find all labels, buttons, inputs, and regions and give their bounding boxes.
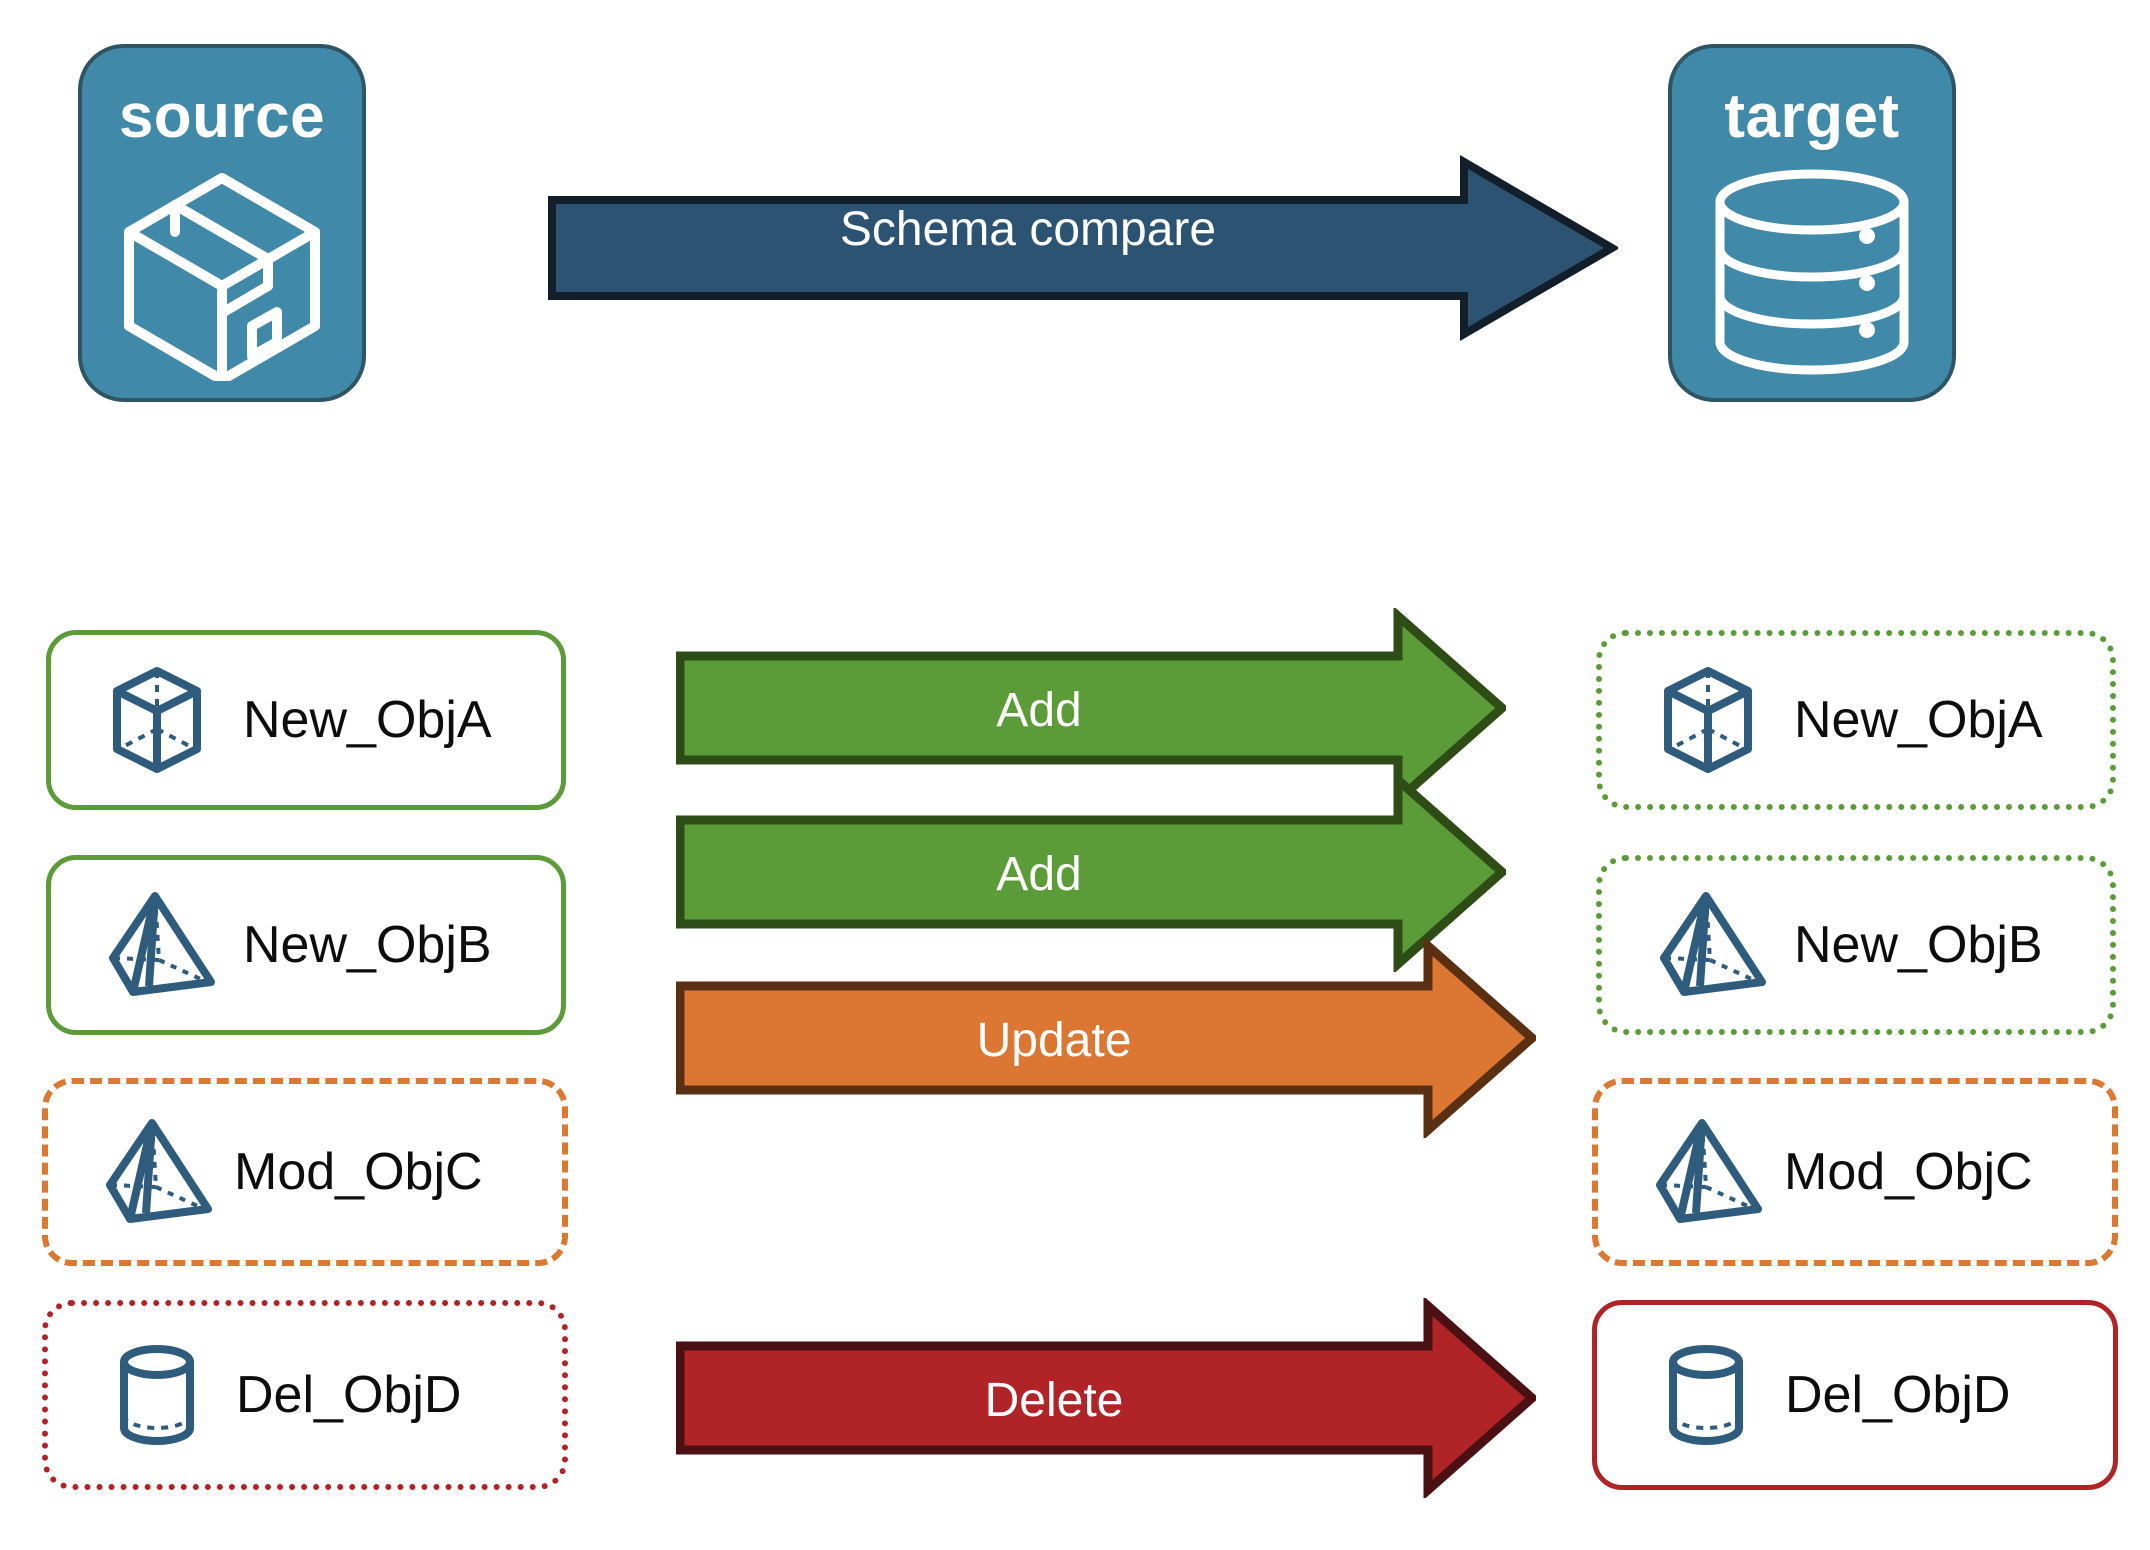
target-object-row-2[interactable]: New_ObjB: [1596, 855, 2116, 1035]
wireframe-pyramid-icon: [104, 1117, 214, 1227]
source-object-label-2: New_ObjB: [243, 916, 492, 974]
action-arrow-update-3[interactable]: [675, 936, 1539, 1140]
target-endpoint-label: target: [1724, 82, 1900, 151]
source-object-row-3[interactable]: Mod_ObjC: [42, 1078, 568, 1266]
source-object-label-4: Del_ObjD: [236, 1366, 462, 1424]
wireframe-pyramid-icon: [1658, 890, 1768, 1000]
wireframe-cube-icon: [107, 665, 207, 775]
schema-compare-arrow[interactable]: [548, 152, 1620, 344]
action-arrow-add-1[interactable]: [675, 606, 1509, 810]
source-endpoint-card[interactable]: source: [78, 44, 366, 402]
source-object-row-2[interactable]: New_ObjB: [46, 855, 566, 1035]
source-object-row-1[interactable]: New_ObjA: [46, 630, 566, 810]
source-object-label-3: Mod_ObjC: [234, 1143, 483, 1201]
source-endpoint-label: source: [118, 82, 326, 151]
wireframe-cube-icon: [1658, 665, 1758, 775]
target-object-label-4: Del_ObjD: [1785, 1366, 2011, 1424]
action-arrow-delete-4[interactable]: [675, 1296, 1539, 1500]
action-arrow-add-2[interactable]: [675, 770, 1509, 974]
target-object-row-3[interactable]: Mod_ObjC: [1592, 1078, 2118, 1266]
target-endpoint-card[interactable]: target: [1668, 44, 1956, 402]
wireframe-cylinder-icon: [114, 1343, 200, 1447]
source-object-label-1: New_ObjA: [243, 691, 492, 749]
target-object-label-2: New_ObjB: [1794, 916, 2043, 974]
wireframe-pyramid-icon: [107, 890, 217, 1000]
database-cylinder-icon: [1707, 166, 1917, 383]
source-object-row-4[interactable]: Del_ObjD: [42, 1300, 568, 1490]
target-object-row-4[interactable]: Del_ObjD: [1592, 1300, 2118, 1490]
target-object-label-3: Mod_ObjC: [1784, 1143, 2033, 1201]
target-object-row-1[interactable]: New_ObjA: [1596, 630, 2116, 810]
wireframe-pyramid-icon: [1654, 1117, 1764, 1227]
package-box-icon: [117, 166, 327, 386]
wireframe-cylinder-icon: [1663, 1343, 1749, 1447]
target-object-label-1: New_ObjA: [1794, 691, 2043, 749]
